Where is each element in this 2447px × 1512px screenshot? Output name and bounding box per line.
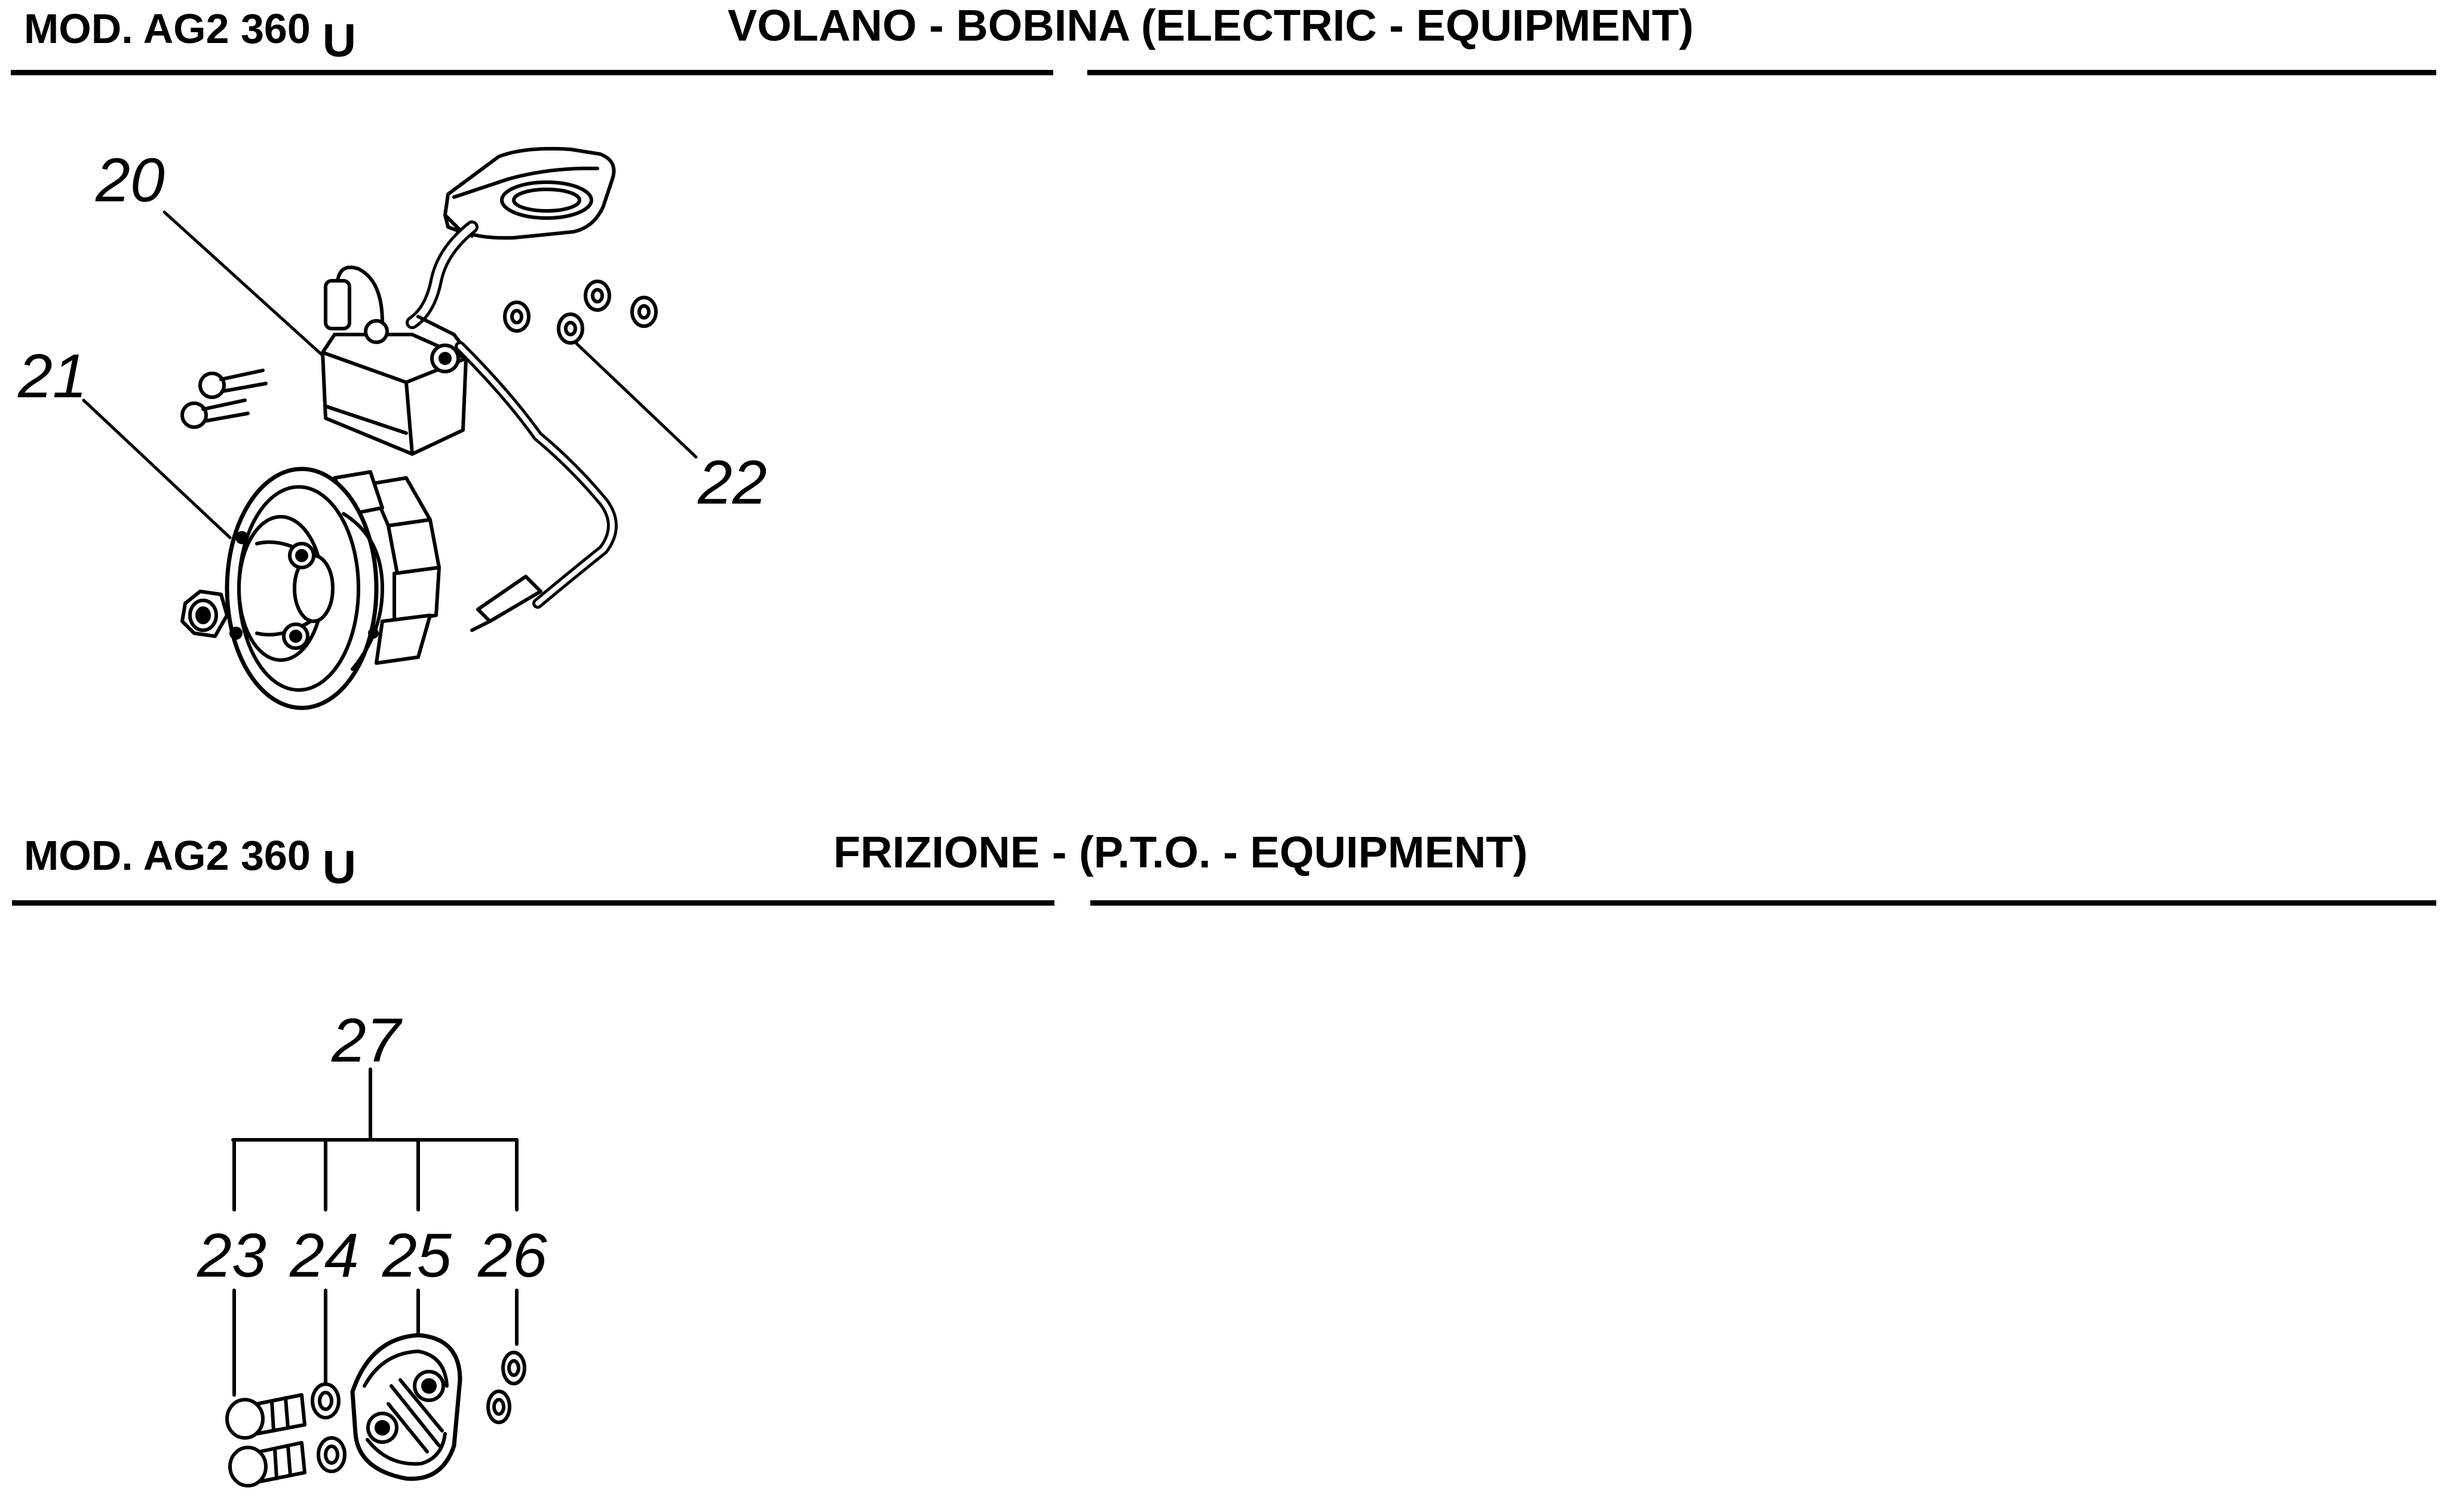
callout-22: 22	[698, 448, 767, 517]
section1-rule-right	[1087, 70, 2436, 75]
clutch-shoes	[350, 1333, 462, 1481]
callout-21: 21	[18, 342, 87, 411]
section2-model: MOD. AG2 360	[24, 832, 311, 879]
clutch-rings	[486, 1351, 526, 1424]
leader-21	[82, 398, 232, 539]
clutch-washers	[311, 1382, 346, 1473]
section1-title: VOLANO - BOBINA (ELECTRIC - EQUIPMENT)	[728, 1, 1694, 50]
clutch-bracket	[231, 1068, 519, 1397]
clutch-bolts	[225, 1393, 306, 1488]
callout-25: 25	[382, 1221, 452, 1290]
section2-rule-left	[12, 900, 1054, 906]
ht-lead	[406, 220, 479, 329]
flywheel-nut	[180, 590, 229, 638]
flywheel	[225, 467, 441, 710]
coil-screws	[180, 369, 268, 429]
section1-model-suffix: U	[322, 14, 357, 66]
section2-title: FRIZIONE - (P.T.O. - EQUIPMENT)	[833, 827, 1528, 877]
section1-model: MOD. AG2 360	[24, 5, 311, 52]
ignition-coil	[321, 265, 618, 632]
section2-model-suffix: U	[322, 841, 357, 893]
section1-rule-left	[11, 70, 1053, 75]
callout-24: 24	[290, 1221, 359, 1290]
spark-plug-cap	[443, 146, 616, 240]
callout-20: 20	[96, 146, 165, 215]
callout-26: 26	[478, 1221, 547, 1290]
leader-20	[162, 210, 324, 357]
callout-23: 23	[197, 1221, 266, 1290]
section2-rule-right	[1090, 900, 2436, 906]
leader-22	[575, 342, 698, 459]
washers	[503, 280, 658, 345]
callout-27: 27	[332, 1006, 401, 1075]
